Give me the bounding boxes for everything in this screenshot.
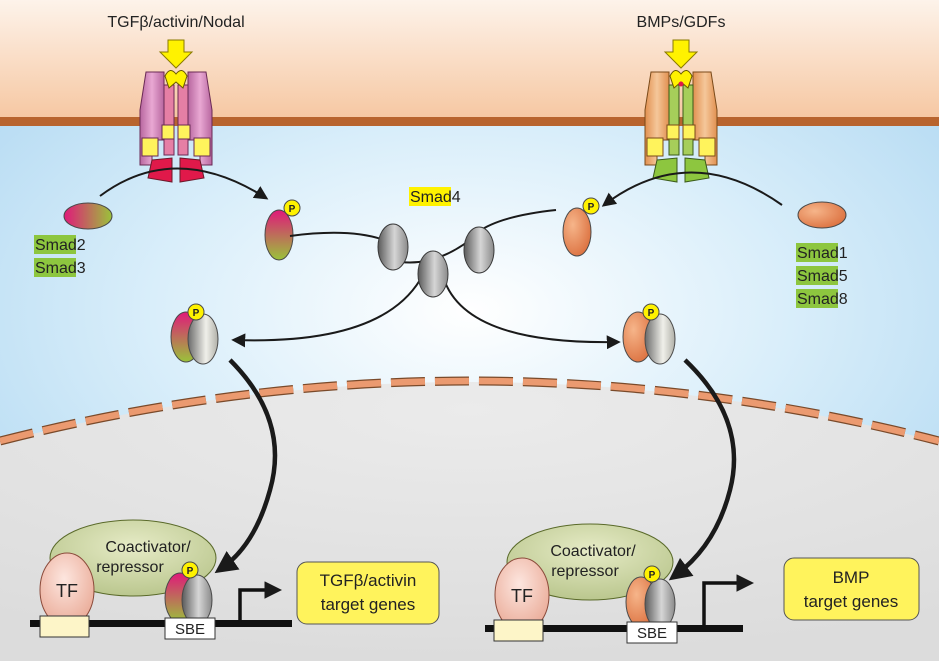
svg-text:repressor: repressor xyxy=(96,559,164,576)
transcription-arrow-right xyxy=(702,574,754,625)
target-genes-right: BMP target genes xyxy=(783,557,920,621)
transcription-complex-left: Coactivator/ repressor TF P SBE xyxy=(39,519,217,640)
smad2-3-phosphorylated: P xyxy=(264,199,301,261)
svg-text:P: P xyxy=(648,308,655,319)
complex-arrow-left xyxy=(231,279,421,348)
svg-text:Smad4: Smad4 xyxy=(410,189,461,206)
smad2-3-unphosphorylated xyxy=(63,202,113,230)
dna-strand-right xyxy=(485,625,743,632)
svg-text:Smad5: Smad5 xyxy=(797,268,848,285)
smad3-label: Smad3 xyxy=(34,258,86,277)
svg-text:P: P xyxy=(193,308,200,319)
bmp-receptor xyxy=(644,70,718,183)
transcription-arrow-left xyxy=(238,581,282,622)
smad4-label: Smad4 xyxy=(409,187,461,206)
smad1-label: Smad1 xyxy=(796,243,848,262)
dna-strand-left xyxy=(30,620,292,627)
svg-text:P: P xyxy=(289,204,296,215)
svg-text:Smad8: Smad8 xyxy=(797,291,848,308)
sbe-right xyxy=(626,621,678,644)
svg-text:TF: TF xyxy=(511,586,533,606)
svg-text:TGFβ/activin: TGFβ/activin xyxy=(320,571,417,590)
smad1-5-8-phosphorylated: P xyxy=(562,197,600,257)
smad1-5-8-unphosphorylated xyxy=(797,201,847,229)
svg-text:P: P xyxy=(187,566,194,577)
svg-text:TF: TF xyxy=(56,581,78,601)
smad8-label: Smad8 xyxy=(796,289,848,308)
transcription-complex-right: Coactivator/ repressor TF P SBE xyxy=(493,523,678,644)
svg-text:SBE: SBE xyxy=(637,625,667,642)
smad1-5-8-smad4-complex: P xyxy=(622,303,676,365)
tf-binding-site-left xyxy=(39,615,90,638)
coactivator-right xyxy=(506,523,674,601)
nuclear-translocation-arrow-right xyxy=(668,358,737,581)
target-genes-left: TGFβ/activin target genes xyxy=(296,561,440,625)
svg-text:Smad1: Smad1 xyxy=(797,245,848,262)
activation-arrow-left xyxy=(99,167,269,200)
smad4-binding-line-left xyxy=(289,231,385,241)
smad4-molecule xyxy=(417,250,449,298)
svg-text:repressor: repressor xyxy=(551,563,619,580)
smad2-3-smad4-complex: P xyxy=(170,303,219,365)
smad4-molecule xyxy=(463,226,495,274)
svg-text:P: P xyxy=(649,570,656,581)
svg-text:target genes: target genes xyxy=(321,595,416,614)
ligand-label-tgf: TGFβ/activin/Nodal xyxy=(107,14,244,31)
nuclear-translocation-arrow-left xyxy=(214,358,278,574)
nuclear-envelope-fill xyxy=(0,377,939,445)
svg-text:Smad2: Smad2 xyxy=(35,237,86,254)
tf-binding-site-right xyxy=(493,619,544,642)
svg-text:Smad3: Smad3 xyxy=(35,260,86,277)
ligand-arrow-right xyxy=(663,39,699,69)
svg-text:Coactivator/: Coactivator/ xyxy=(105,539,191,556)
complex-arrow-right xyxy=(444,281,621,350)
plasma-membrane xyxy=(0,117,939,126)
svg-text:Coactivator/: Coactivator/ xyxy=(550,543,636,560)
svg-text:target genes: target genes xyxy=(804,592,899,611)
svg-text:BMP: BMP xyxy=(833,568,870,587)
ligand-label-bmp: BMPs/GDFs xyxy=(637,14,726,31)
svg-text:P: P xyxy=(588,202,595,213)
smad4-molecule xyxy=(377,223,409,271)
smad2-label: Smad2 xyxy=(34,235,86,254)
sbe-left xyxy=(164,617,216,640)
svg-text:SBE: SBE xyxy=(175,621,205,638)
activation-arrow-right xyxy=(601,171,783,207)
ligand-arrow-left xyxy=(158,39,194,69)
smad5-label: Smad5 xyxy=(796,266,848,285)
